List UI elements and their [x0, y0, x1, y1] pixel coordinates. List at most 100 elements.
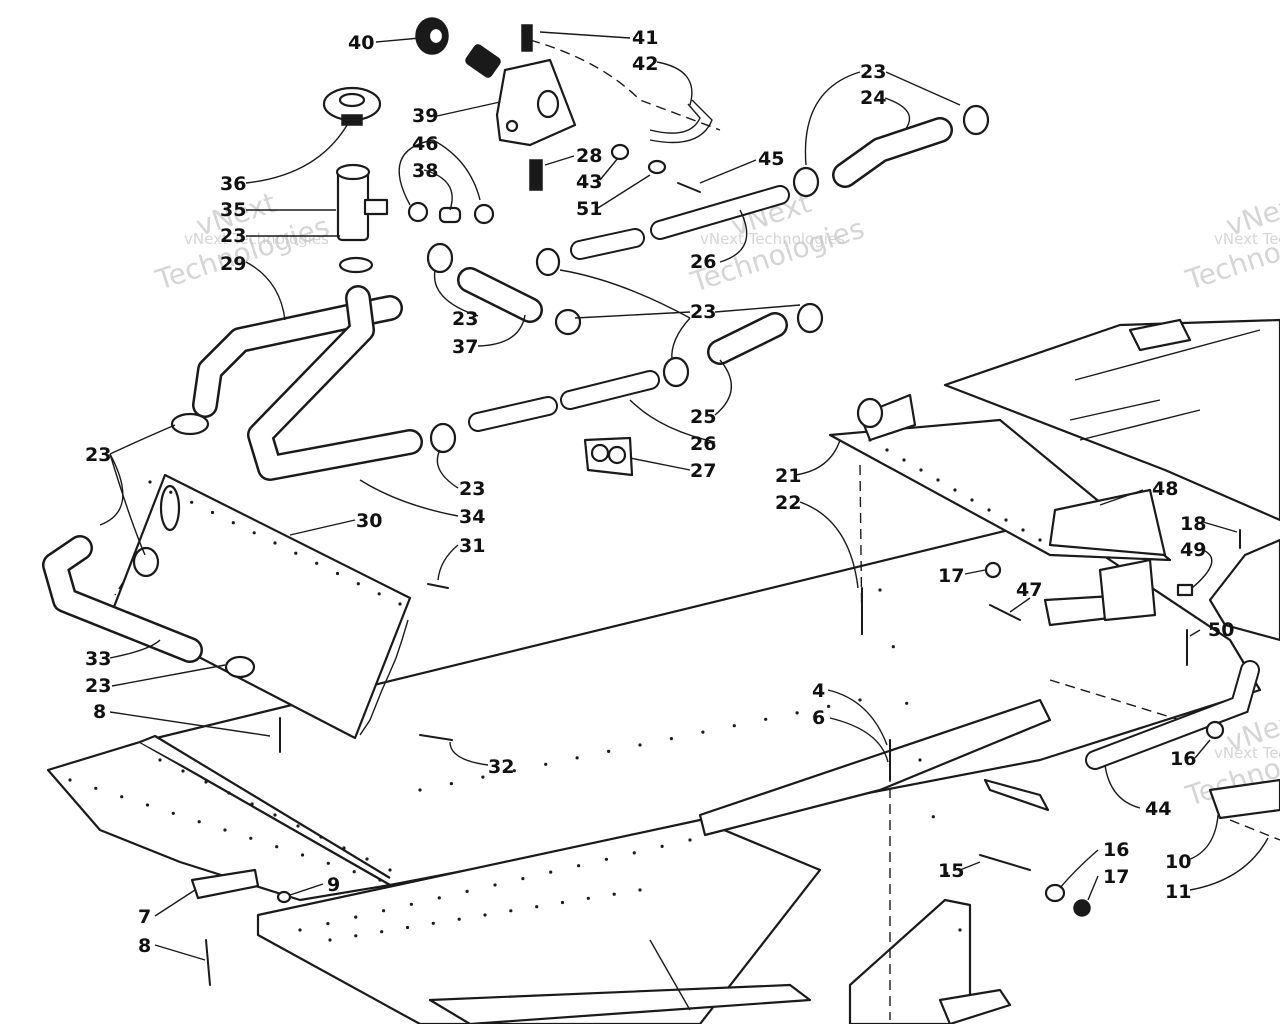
rivet-dot — [227, 791, 231, 795]
leader — [436, 449, 459, 489]
label-31: 31 — [459, 535, 485, 557]
label-23: 23 — [860, 61, 886, 83]
leader — [433, 269, 479, 317]
leader — [884, 97, 911, 131]
label-45: 45 — [758, 148, 784, 170]
rivet-dot — [457, 917, 461, 921]
rivet-dot — [249, 836, 253, 840]
leader — [289, 883, 324, 896]
rivet-dot — [171, 811, 175, 815]
label-8: 8 — [138, 935, 151, 957]
leader — [559, 269, 691, 319]
clamp-46 — [407, 201, 429, 223]
leader — [1059, 849, 1099, 889]
label-42: 42 — [632, 53, 658, 75]
leader — [671, 317, 691, 361]
rivet-dot — [300, 853, 305, 857]
rivet-dot — [970, 498, 974, 502]
rivet-dot — [275, 845, 279, 849]
label-46: 46 — [412, 133, 438, 155]
watermark-text: vNext Technologies — [184, 230, 329, 248]
rivet-dot — [885, 448, 889, 452]
rivet-dot — [294, 551, 298, 555]
rivet-9 — [276, 890, 292, 904]
leader — [539, 31, 631, 39]
exchanger-body — [110, 473, 412, 740]
hose-clamp — [962, 104, 990, 136]
rivet-dot — [223, 828, 227, 832]
rivet-dot — [197, 820, 201, 824]
label-49: 49 — [1180, 539, 1206, 561]
heat-exchanger-panel — [110, 473, 412, 740]
bolt-15 — [979, 854, 1031, 871]
label-23: 23 — [459, 478, 485, 500]
exchanger-serration — [359, 619, 409, 736]
hose-clamp — [535, 247, 561, 277]
label-23: 23 — [452, 308, 478, 330]
leader — [829, 717, 889, 763]
leader — [1194, 739, 1211, 759]
rivet-dot — [252, 531, 256, 535]
rivet-dot — [632, 851, 636, 855]
leader — [154, 889, 196, 917]
rivet-dot — [544, 762, 548, 766]
leader — [245, 261, 286, 321]
nut-17-upper — [984, 561, 1002, 579]
rivet-dot — [953, 488, 957, 492]
nut-40-hole — [427, 26, 445, 46]
leader — [885, 71, 961, 106]
rivet-dot — [575, 756, 579, 760]
small-parts — [132, 17, 1241, 986]
label-8: 8 — [93, 701, 106, 723]
rivet-dot — [68, 778, 72, 782]
rivet-dot — [231, 521, 235, 525]
leader — [359, 479, 459, 517]
leader — [714, 359, 733, 416]
leader — [1202, 521, 1238, 533]
leader — [699, 159, 757, 184]
rivet-dot — [465, 889, 469, 894]
label-6: 6 — [812, 707, 825, 729]
rivet-dot — [669, 737, 674, 741]
rivet-dot — [398, 602, 402, 606]
hose-clamp — [429, 422, 457, 454]
rivet-dot — [535, 905, 539, 909]
rivet-dot — [481, 775, 485, 779]
label-23: 23 — [85, 675, 111, 697]
rivet-dot — [409, 902, 413, 906]
rivet-dot — [586, 896, 590, 900]
hose-42-edge — [649, 103, 701, 134]
dash-line — [529, 39, 721, 131]
tube-26-lower-inner — [562, 372, 658, 408]
label-40: 40 — [348, 32, 374, 54]
rivet-dot — [354, 934, 358, 938]
hose-clamp — [554, 308, 582, 336]
part-labels: 40 41 42 39 36 28 43 51 45 46 38 35 23 2… — [85, 27, 1234, 957]
rivet-dot — [577, 864, 581, 868]
fitting-28 — [529, 159, 543, 191]
washer-51 — [647, 159, 667, 175]
watermark-text: vNext Technologies — [1214, 744, 1280, 762]
rivet-dot — [449, 782, 453, 786]
leader — [799, 501, 859, 589]
label-17: 17 — [938, 565, 964, 587]
leader — [544, 155, 575, 166]
rear-frame-rib — [1069, 399, 1201, 441]
leader — [804, 71, 861, 166]
bracket-foot — [938, 988, 1012, 1024]
hose-42 — [649, 99, 713, 144]
label-36: 36 — [220, 173, 246, 195]
label-33: 33 — [85, 648, 111, 670]
rivet-dot — [319, 835, 323, 839]
leader — [289, 519, 356, 536]
rivet-dot — [352, 870, 356, 874]
rivet-dot — [612, 892, 616, 896]
rivet-dot — [335, 571, 340, 576]
label-48: 48 — [1152, 478, 1178, 500]
hose-24-inner — [834, 119, 951, 186]
leader — [714, 304, 801, 313]
leader — [1191, 549, 1213, 589]
leader — [1187, 814, 1219, 861]
rivet-dot — [120, 795, 124, 799]
